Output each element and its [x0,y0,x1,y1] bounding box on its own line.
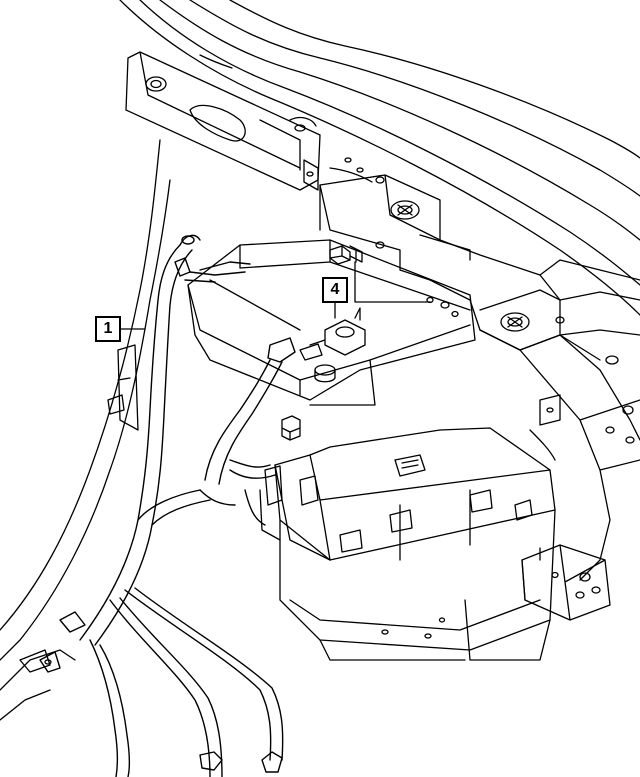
upper-rail [125,51,373,191]
right-frame-rail [479,329,640,581]
battery-cable [39,234,296,777]
callout-1: 1 [95,316,121,342]
tow-hook-bracket [521,544,611,621]
power-distribution-center [259,427,556,661]
bolt [329,245,363,265]
upper-body-panel [119,0,640,316]
battery-terminal [299,307,366,361]
battery [187,239,476,406]
nut [281,415,301,441]
cross-member [319,174,640,444]
leader-lines [120,261,431,330]
left-fender [0,139,171,721]
callout-4: 4 [322,277,348,303]
